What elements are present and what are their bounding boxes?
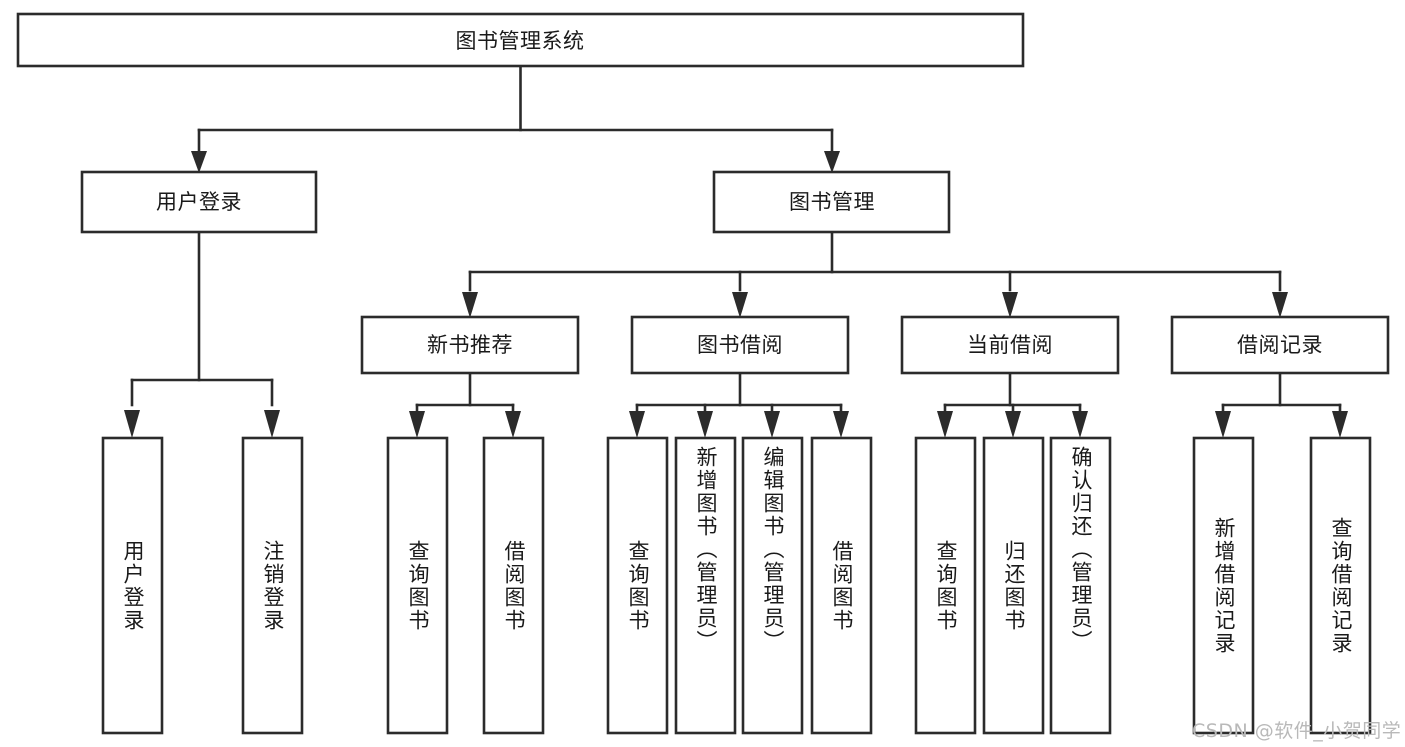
- node-current-box[interactable]: [900, 315, 1120, 375]
- arrow-to-leaf-6: [697, 411, 713, 438]
- node-leaf-7-box[interactable]: [741, 436, 804, 735]
- node-leaf-5-box[interactable]: [606, 436, 669, 735]
- connector-group-login: [124, 231, 280, 438]
- arrow-to-login: [191, 151, 207, 173]
- arrow-to-leaf-4: [505, 411, 521, 438]
- node-records-box[interactable]: [1170, 315, 1390, 375]
- arrow-to-leaf-7: [764, 411, 780, 438]
- node-leaf-1-box[interactable]: [101, 436, 164, 735]
- node-leaf-2-box[interactable]: [241, 436, 304, 735]
- node-borrow[interactable]: 图书借阅: [630, 315, 850, 375]
- node-leaf-8-box[interactable]: [810, 436, 873, 735]
- node-bookmgmt-label: 图书管理: [789, 190, 875, 214]
- node-current-label: 当前借阅: [967, 333, 1053, 357]
- arrow-to-leaf-9: [937, 411, 953, 438]
- node-records[interactable]: 借阅记录: [1170, 315, 1390, 375]
- node-borrow-label: 图书借阅: [697, 333, 783, 357]
- node-leaf-12-box[interactable]: [1192, 436, 1255, 735]
- node-root[interactable]: 图书管理系统: [16, 12, 1025, 68]
- node-leaf-13-box[interactable]: [1309, 436, 1372, 735]
- node-login[interactable]: 用户登录: [80, 170, 318, 234]
- node-newbook-label: 新书推荐: [427, 333, 513, 357]
- arrow-to-leaf-1: [124, 410, 140, 438]
- node-current[interactable]: 当前借阅: [900, 315, 1120, 375]
- leaf-box-group: [101, 436, 1372, 735]
- arrow-to-leaf-13: [1332, 411, 1348, 438]
- arrow-to-borrow: [732, 292, 748, 318]
- node-borrow-box[interactable]: [630, 315, 850, 375]
- arrow-to-leaf-10: [1005, 411, 1021, 438]
- node-leaf-3-box[interactable]: [386, 436, 449, 735]
- node-leaf-6-box[interactable]: [674, 436, 737, 735]
- node-records-label: 借阅记录: [1237, 333, 1323, 357]
- arrow-to-bookmgmt: [824, 151, 840, 173]
- node-login-box[interactable]: [80, 170, 318, 234]
- node-login-label: 用户登录: [156, 190, 242, 214]
- arrow-to-leaf-2: [264, 410, 280, 438]
- node-leaf-10-box[interactable]: [982, 436, 1045, 735]
- node-leaf-11-box[interactable]: [1049, 436, 1112, 735]
- arrow-to-newbook: [462, 292, 478, 318]
- arrow-to-leaf-12: [1215, 411, 1231, 438]
- node-bookmgmt[interactable]: 图书管理: [712, 170, 951, 234]
- arrow-to-leaf-3: [409, 411, 425, 438]
- arrow-to-current: [1002, 292, 1018, 318]
- connector-group-bookmgmt: [462, 231, 1288, 318]
- node-newbook-box[interactable]: [360, 315, 580, 375]
- arrow-to-leaf-5: [629, 411, 645, 438]
- csdn-watermark: CSDN @软件_小贺同学: [1192, 720, 1402, 742]
- arrow-to-leaf-8: [833, 411, 849, 438]
- connector-group-current: [937, 372, 1088, 438]
- arrow-to-leaf-11: [1072, 411, 1088, 438]
- connector-group-records: [1215, 372, 1348, 438]
- arrow-to-records: [1272, 292, 1288, 318]
- node-newbook[interactable]: 新书推荐: [360, 315, 580, 375]
- node-root-box[interactable]: [16, 12, 1025, 68]
- connector-group-root: [191, 64, 840, 173]
- node-leaf-4-box[interactable]: [482, 436, 545, 735]
- node-root-label: 图书管理系统: [456, 29, 585, 53]
- node-bookmgmt-box[interactable]: [712, 170, 951, 234]
- node-leaf-9-box[interactable]: [914, 436, 977, 735]
- connector-group-borrow: [629, 372, 849, 438]
- connector-group-newbook: [409, 372, 521, 438]
